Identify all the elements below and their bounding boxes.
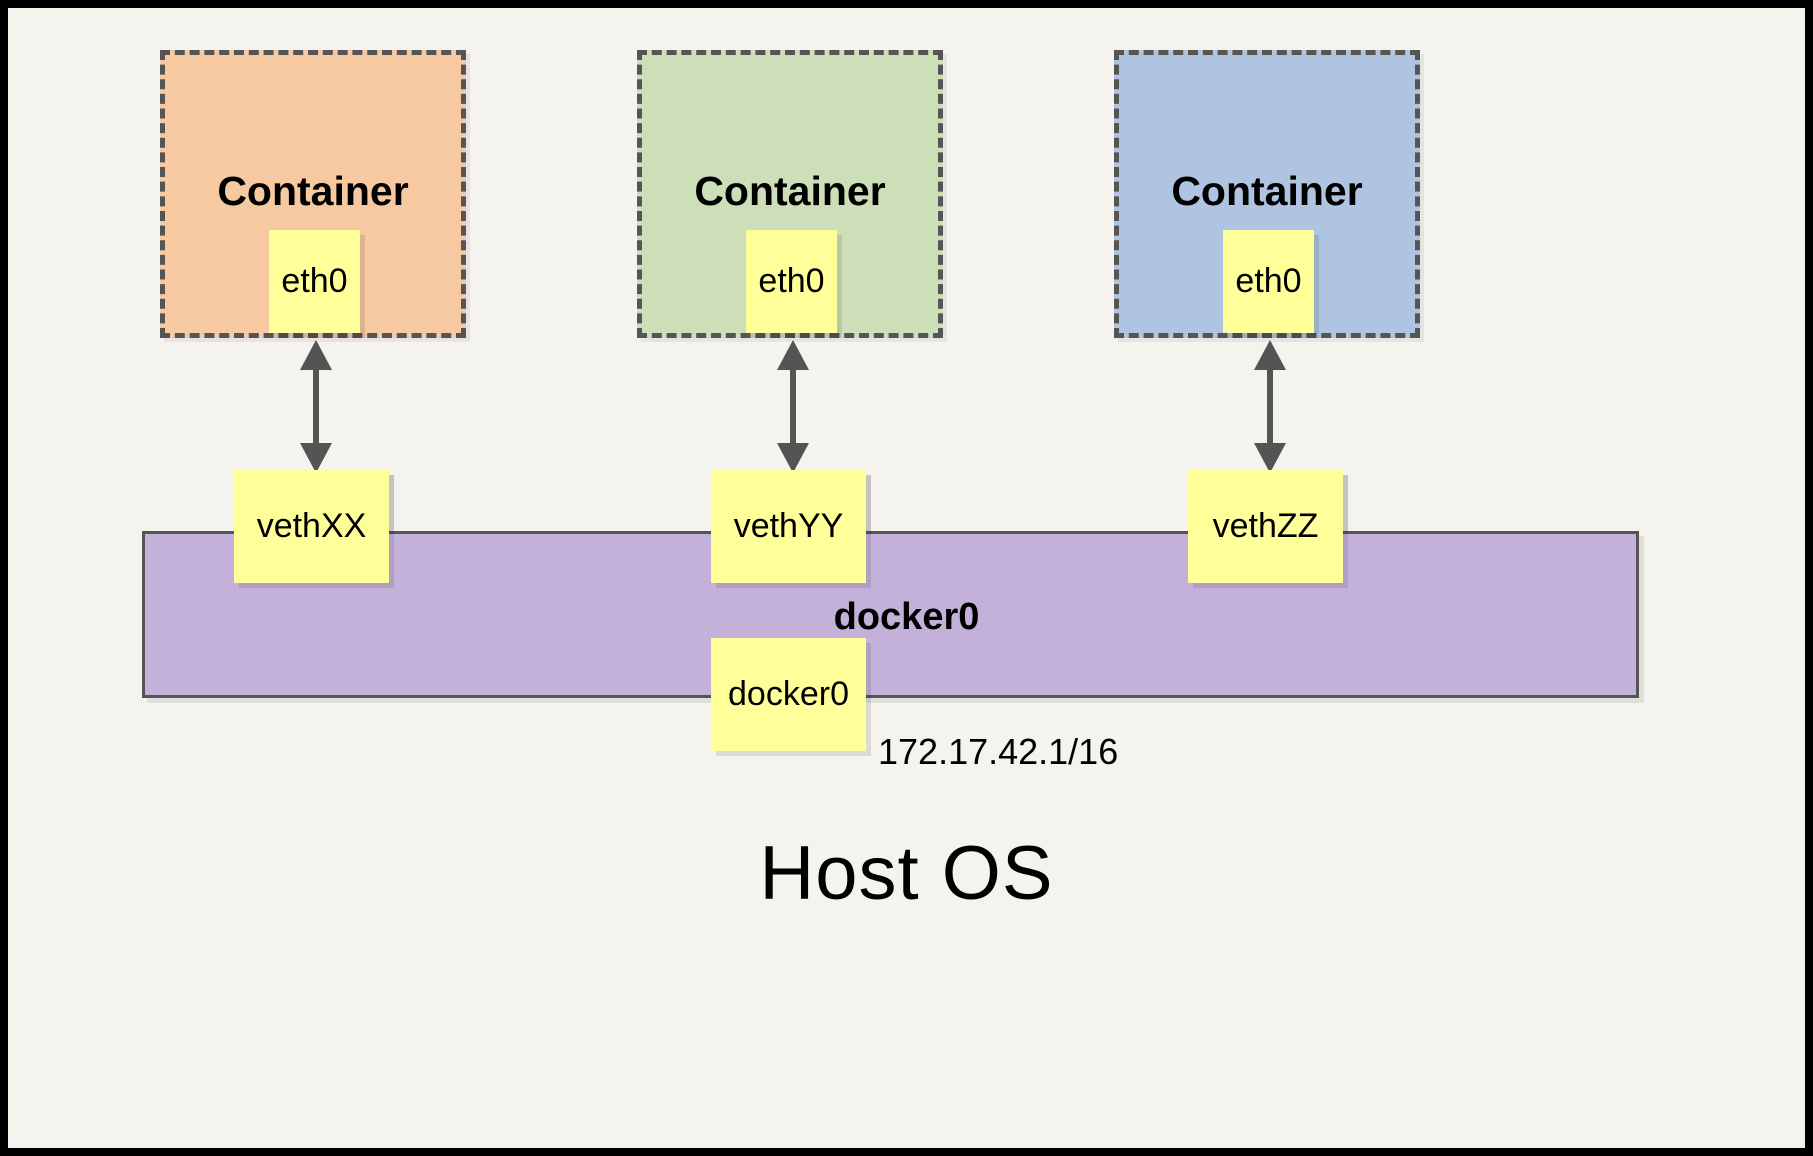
veth-overlay-label-1: vethXX [256,507,367,545]
veth-overlay-label-2: vethYY [733,507,844,545]
container-title-3: Container [1171,168,1363,214]
veth-overlay-label-3: vethZZ [1212,507,1319,545]
diagram-stage: Container eth0 vethXX Container eth0 vet… [8,8,1805,1148]
container-eth0-box-3: eth0 [1223,230,1314,333]
arrow-head-down-icon-1 [300,443,332,473]
container-eth0-box-1: eth0 [269,230,360,333]
veth-link-arrow-3 [1250,340,1290,473]
container-eth0-label-2: eth0 [758,262,825,300]
container-eth0-label-1: eth0 [281,262,348,300]
arrow-head-down-icon-2 [777,443,809,473]
container-title-2: Container [694,168,886,214]
container-eth0-label-3: eth0 [1235,262,1302,300]
container-eth0-box-2: eth0 [746,230,837,333]
arrow-shaft-2 [790,362,796,454]
container-title-1: Container [217,168,409,214]
host-os-label: Host OS [759,831,1054,916]
container-box-2 [637,50,943,338]
veth-box-overlay-2: vethYY [711,470,866,583]
docker0-ip-address: 172.17.42.1/16 [878,731,1119,772]
arrow-shaft-1 [313,362,319,454]
docker0-bridge-label: docker0 [833,596,980,638]
docker0-interface-label: docker0 [728,675,849,713]
docker0-bridge-bar [142,531,1639,698]
veth-box-overlay-3: vethZZ [1188,470,1343,583]
veth-box-overlay-1: vethXX [234,470,389,583]
arrow-head-down-icon-3 [1254,443,1286,473]
veth-link-arrow-2 [773,340,813,473]
docker0-interface-box: docker0 [711,638,866,751]
veth-link-arrow-1 [296,340,336,473]
arrow-shaft-3 [1267,362,1273,454]
